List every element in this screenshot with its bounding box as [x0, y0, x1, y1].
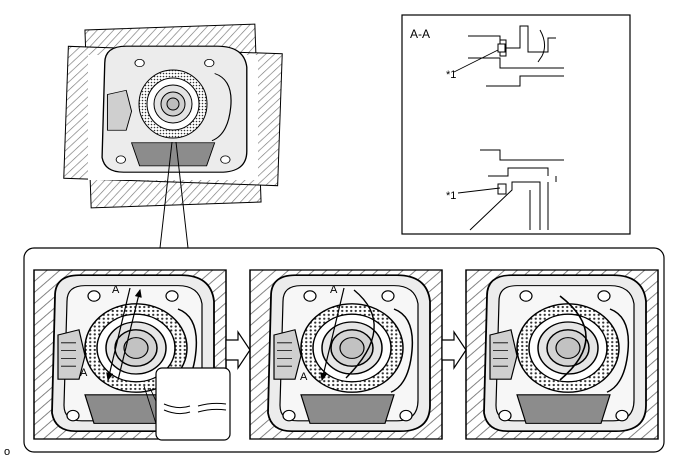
- step-1-start-label: A: [112, 284, 120, 296]
- callout-bottom: *1: [446, 190, 456, 202]
- overview-figure: [63, 23, 283, 249]
- step-2-start-label: A: [330, 284, 338, 296]
- step-arrow-2: [441, 330, 467, 370]
- step-1-figure: A A: [33, 269, 231, 441]
- step-arrow-1: [225, 330, 251, 370]
- step-1-end-label: A: [80, 367, 88, 379]
- step-2-figure: A A: [249, 269, 443, 440]
- step-2-end-label: A: [300, 371, 308, 383]
- detail-inset: [155, 367, 231, 441]
- callout-top: *1: [446, 69, 456, 81]
- figure-caption: o: [4, 446, 11, 458]
- step-3-figure: [465, 269, 659, 440]
- section-view-a-a: A-A *1 *1: [401, 14, 631, 235]
- section-title: A-A: [410, 27, 430, 41]
